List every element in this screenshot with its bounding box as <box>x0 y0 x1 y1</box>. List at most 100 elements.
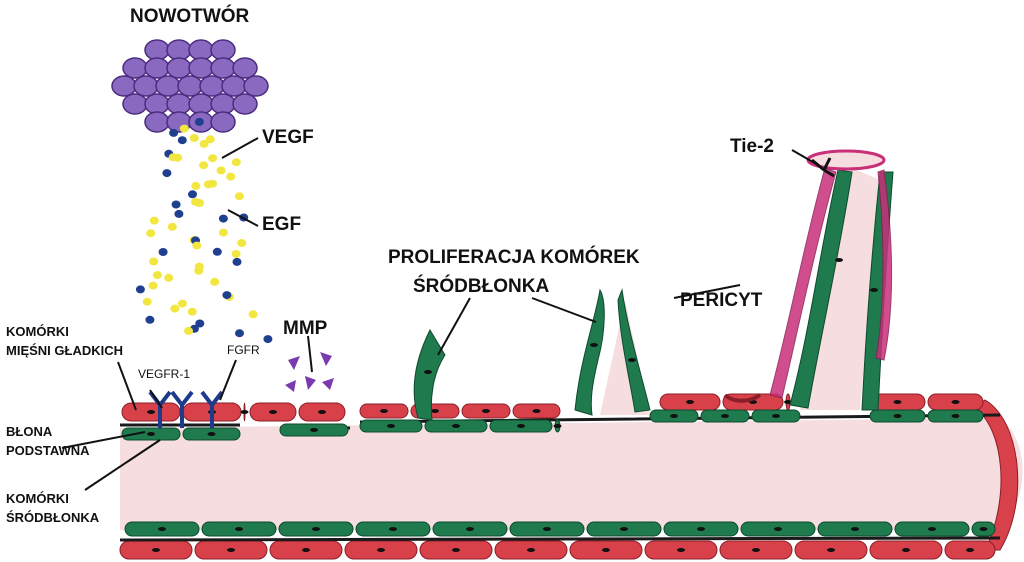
egf-particle <box>179 124 189 133</box>
egf-particle <box>248 310 258 319</box>
endothelial-cell-nucleus <box>543 527 551 531</box>
smooth-muscle-cell-nucleus <box>532 409 541 413</box>
smooth-muscle-cell-nucleus <box>902 548 910 552</box>
tumor-cell <box>210 111 236 133</box>
egf-particle <box>205 135 215 144</box>
egf-particle <box>210 277 220 286</box>
smooth-muscle-cell-nucleus <box>227 548 235 552</box>
smooth-muscle-cell-nucleus <box>602 548 610 552</box>
vegf-particle <box>174 209 184 218</box>
egf-particle <box>199 139 209 148</box>
egf-particle <box>191 181 201 190</box>
smooth-muscle-label-line1: KOMÓRKI <box>6 324 69 339</box>
tumor-cell <box>188 57 214 79</box>
endothelial-layer-bottom <box>124 521 996 537</box>
vegf-label: VEGF <box>262 127 314 148</box>
tumor-cell <box>166 39 192 61</box>
vegfr1-receptor <box>170 390 194 428</box>
tumor-cell <box>221 75 247 97</box>
endothelial-cell-nucleus <box>928 527 936 531</box>
tumor-cell <box>144 57 170 79</box>
tumor-cell <box>155 75 181 97</box>
egf-particle <box>226 172 236 181</box>
tumor-cell <box>188 39 214 61</box>
vegf-particle <box>169 128 179 137</box>
egf-particle <box>208 179 218 188</box>
tumor-cell <box>144 93 170 115</box>
egf-particle <box>218 228 228 237</box>
egf-particle <box>149 216 159 225</box>
endothelial-cell-nucleus <box>389 527 397 531</box>
tumor-cell <box>111 75 137 97</box>
egf-label: EGF <box>262 214 302 235</box>
tumor-cell <box>133 75 159 97</box>
vegf-particle <box>263 335 273 344</box>
smooth-muscle-cell-nucleus <box>240 410 249 414</box>
endothelial-cell-nucleus <box>310 428 318 432</box>
tumor-cell <box>122 57 148 79</box>
endothelial-cell-nucleus <box>772 414 780 418</box>
tumor-cell <box>243 75 269 97</box>
vegf-particle <box>194 117 204 126</box>
egf-particle <box>142 297 152 306</box>
endothelial-cell-nucleus <box>951 414 960 418</box>
proliferation-label-line2: ŚRÓDBŁONKA <box>413 276 550 297</box>
vegf-particle <box>222 291 232 300</box>
tumor-cell <box>188 93 214 115</box>
smooth-muscle-cell-nucleus <box>431 409 439 413</box>
endothelial-cell-nucleus <box>158 527 166 531</box>
smooth-muscle-layer-top <box>121 393 984 422</box>
egf-particle <box>237 239 247 247</box>
smooth-muscle-cell-nucleus <box>752 548 760 552</box>
proliferation-label-line1: PROLIFERACJA KOMÓREK <box>388 247 640 268</box>
smooth-muscle-cell-nucleus <box>482 409 490 413</box>
vegf-particle <box>188 190 197 199</box>
pericyte-label: PERICYT <box>680 290 763 311</box>
vegf-particle <box>145 315 155 324</box>
endothelial-cell-nucleus <box>979 527 988 531</box>
endothelial-cell-nucleus <box>893 414 902 418</box>
smooth-muscle-cell-nucleus <box>452 548 460 552</box>
smooth-muscle-cell-nucleus <box>951 400 960 404</box>
vegf-particle <box>177 136 187 145</box>
vegf-particle <box>218 214 228 223</box>
endothelial-cell-nucleus <box>312 527 320 531</box>
egf-particle <box>173 153 183 162</box>
endothelial-cell-nucleus <box>452 424 460 428</box>
vegfr1-label: VEGFR-1 <box>138 367 191 381</box>
egf-particle <box>231 158 241 167</box>
smooth-muscle-label-line2: MIĘŚNI GŁADKICH <box>6 343 123 358</box>
vegf-particle <box>135 285 145 294</box>
egf-particle <box>164 273 174 282</box>
smooth-muscle-cell-nucleus <box>302 548 310 552</box>
endothelial-cell-nucleus <box>774 527 782 531</box>
endothelial-cell-nucleus <box>851 527 859 531</box>
basement-label-line2: PODSTAWNA <box>6 443 90 458</box>
endothelial-label-line1: KOMÓRKI <box>6 491 69 506</box>
tumor-label: NOWOTWÓR <box>130 6 250 27</box>
tie2-label: Tie-2 <box>730 136 775 157</box>
endothelial-cell-nucleus <box>620 527 628 531</box>
endothelial-label-line2: ŚRÓDBŁONKA <box>6 510 100 525</box>
tumor-cell <box>122 93 148 115</box>
smooth-muscle-cell-nucleus <box>377 548 385 552</box>
egf-particle <box>194 266 204 275</box>
endothelial-cell-nucleus <box>235 527 243 531</box>
endothelial-cell-nucleus <box>387 424 395 428</box>
egf-particle <box>187 307 197 316</box>
endothelial-cell-nucleus <box>697 527 705 531</box>
endothelial-cell-nucleus <box>553 424 562 428</box>
vegf-particle <box>195 319 205 328</box>
tumor-cell <box>144 111 170 133</box>
egf-particle <box>152 271 162 280</box>
endothelial-cell-nucleus <box>721 414 729 418</box>
egf-particle <box>148 281 158 290</box>
egf-particle <box>234 192 244 201</box>
smooth-muscle-cell-nucleus <box>893 400 902 404</box>
tumor-cell <box>210 39 236 61</box>
smooth-muscle-cell-nucleus <box>380 409 388 413</box>
egf-particle <box>192 241 202 250</box>
vegf-particle <box>235 329 244 338</box>
smooth-muscle-cell-nucleus <box>527 548 535 552</box>
